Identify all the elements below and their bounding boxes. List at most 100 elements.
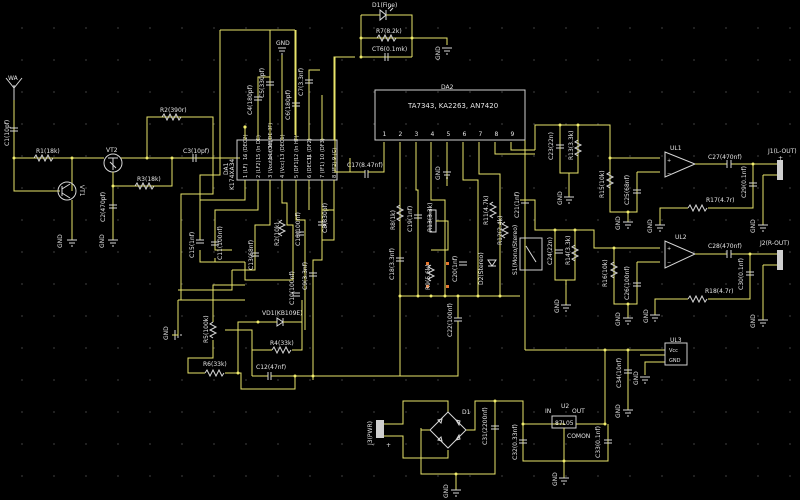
capacitor-C12[interactable]: C12(47nf) <box>256 364 286 380</box>
VT1-label: VT1 <box>78 185 85 197</box>
opamp-UL2[interactable]: UL2 +− <box>664 234 697 269</box>
C31-label: C31(2200nf) <box>482 407 489 445</box>
capacitor-C8[interactable]: C8(330pf) <box>318 203 329 233</box>
capacitor-C27[interactable]: C27(470nf) <box>708 154 742 168</box>
capacitor-C30[interactable]: C30(0.1nf) <box>738 258 754 290</box>
led-D2[interactable]: D2(Stereo) <box>478 252 497 285</box>
resistor-R12[interactable]: R12(2.4k) <box>497 215 510 245</box>
gnd-symbol-UL3: GND <box>633 371 650 385</box>
DA1-pin-label: 2 (LF2) <box>256 160 262 178</box>
svg-text:−: − <box>667 171 671 177</box>
resistor-R18[interactable]: R18(4.7r) <box>687 288 734 304</box>
capacitor-C20[interactable]: C20(1nf) <box>452 256 467 282</box>
capacitor-C22[interactable]: C22(100nf) <box>447 303 462 337</box>
gnd-symbol-C23: GND <box>557 191 574 205</box>
gnd-symbol-J2: GND <box>750 314 768 328</box>
capacitor-C18[interactable]: C18(3.3nf) <box>389 248 404 280</box>
ic-DA2[interactable]: DA2 TA7343, KA2263, AN7420 <box>374 84 526 141</box>
S1-label: S1(Mono/Stereo) <box>512 225 519 275</box>
resistor-R1[interactable]: R1(18k) <box>33 148 60 163</box>
capacitor-C4[interactable]: C4(180pf) <box>247 85 262 115</box>
DA1-pin-label: 15 (ln DE) <box>256 135 262 160</box>
DA2-pin-label: 9 <box>511 131 515 138</box>
capacitor-C26[interactable]: C26(100nf) <box>624 266 641 300</box>
capacitor-C19[interactable]: C19(1nf) <box>407 206 422 232</box>
capacitor-C3[interactable]: C3(10pf) <box>183 148 209 162</box>
capacitor-C23[interactable]: C23(22n) <box>548 132 564 160</box>
capacitor-C34[interactable]: C34(10nf) <box>616 358 632 388</box>
resistor-R3[interactable]: R3(18k) <box>134 176 161 191</box>
capacitor-C6[interactable]: C6(180pf) <box>285 90 300 120</box>
C13-label: C13(68nf) <box>248 240 255 270</box>
resistor-R8[interactable]: R8(1k) <box>390 204 405 230</box>
capacitor-C17[interactable]: C17(8.47nf) <box>347 162 383 178</box>
capacitor-C21[interactable]: C21(1nf) <box>514 192 529 218</box>
capacitor-C25[interactable]: C25(68nf) <box>624 175 641 205</box>
bridge-rectifier-D1[interactable]: D1 <box>429 409 471 449</box>
C6-label: C6(180pf) <box>285 90 292 120</box>
transistor-VT1[interactable]: VT1 <box>57 181 85 201</box>
gnd-label: GND <box>554 299 561 313</box>
gnd-label: GND <box>163 326 170 340</box>
resistor-R15[interactable]: R15(10k) <box>599 170 615 198</box>
resistor-R9-selected[interactable]: R9(5.6k) <box>425 262 449 290</box>
resistor-R13[interactable]: R13(3.3k) <box>568 130 583 160</box>
capacitor-C16[interactable]: C16(100nf) <box>295 212 304 246</box>
DA1-part: K174XA34 <box>229 159 236 190</box>
resistor-R6[interactable]: R6(33k) <box>203 361 227 378</box>
resistor-R11[interactable]: R11(4.7k) <box>483 195 498 225</box>
ic-UL3[interactable]: UL3 Vcc GND <box>664 337 688 366</box>
regulator-U2[interactable]: 87L05 U2 IN OUT COMON <box>545 403 590 440</box>
resistor-R17[interactable]: R17(4.7r) <box>687 197 735 213</box>
capacitor-C7[interactable]: C7(3.3nf) <box>298 68 313 96</box>
resistor-R2[interactable]: R2(390r) <box>160 107 187 122</box>
C32-label: C32(0.33nf) <box>512 424 519 460</box>
capacitor-CT6[interactable]: CT6(0.1mk) <box>372 46 407 61</box>
C26-label: C26(100nf) <box>624 266 631 300</box>
gnd-symbol-UL2: GND <box>615 312 633 326</box>
capacitor-C2[interactable]: C2(470pf) <box>100 192 117 222</box>
C28-label: C28(470nf) <box>708 243 742 250</box>
resistor-R16[interactable]: R16(10k) <box>602 259 619 287</box>
resistor-R2pot[interactable]: R2(10k) <box>274 219 287 246</box>
diode-VD1[interactable]: VD1(KB109E) <box>262 310 303 327</box>
gnd-symbol-R17: GND <box>647 219 665 233</box>
gnd-label: GND <box>443 484 450 498</box>
capacitor-C9[interactable]: C9(3.3nf) <box>302 262 317 290</box>
switch-S1[interactable]: S1(Mono/Stereo) <box>512 225 543 275</box>
capacitor-C28[interactable]: C28(470nf) <box>708 243 742 258</box>
resistor-R5[interactable]: R5(100k) <box>203 315 218 343</box>
capacitor-C32[interactable]: C32(0.33nf) <box>512 424 527 460</box>
capacitor-C13[interactable]: C13(68nf) <box>248 240 259 270</box>
capacitor-C10[interactable]: C10(100nf) <box>289 271 300 305</box>
diode-D1-fine[interactable]: D1(Fine) <box>372 2 397 22</box>
C8-label: C8(330pf) <box>322 203 329 233</box>
capacitor-C33[interactable]: C33(0.1nf) <box>595 426 612 458</box>
jack-J1[interactable]: J1(L-OUT) + <box>767 148 797 180</box>
opamp-UL1[interactable]: UL1 +− <box>664 145 697 178</box>
resistor-R14[interactable]: R14(3.3k) <box>565 235 580 265</box>
capacitor-C31[interactable]: C31(2200nf) <box>482 407 499 445</box>
R9-label: R9(5.6k) <box>425 264 432 290</box>
R12-label: R12(2.4k) <box>497 215 504 245</box>
ic-DA1[interactable]: DA1 K174XA34 <box>223 139 338 190</box>
antenna[interactable]: WA <box>5 75 23 100</box>
capacitor-C15[interactable]: C15(1nf) <box>189 232 204 258</box>
gnd-label: GND <box>276 40 290 47</box>
DA1-pin-label: 13 (DEC1) <box>280 134 286 160</box>
C29-label: C29(0.1nf) <box>741 166 748 198</box>
capacitor-C5[interactable]: C5(330pf) <box>259 68 274 98</box>
capacitor-C11[interactable]: C11(100nf) <box>211 226 224 260</box>
jack-J2[interactable]: J2(R-OUT) <box>759 240 789 270</box>
transistor-VT2[interactable]: VT2 <box>103 147 123 173</box>
capacitor-C24[interactable]: C24(22n) <box>547 237 563 265</box>
connector-J3[interactable]: J3(PWR) + <box>367 420 391 449</box>
resistor-R9-trimmer[interactable]: R13(3.3k) <box>427 202 449 251</box>
resistor-R7[interactable]: R7(8.2k) <box>376 28 402 43</box>
capacitor-C29[interactable]: C29(0.1nf) <box>741 166 757 198</box>
R11-label: R11(4.7k) <box>483 195 490 225</box>
resistor-R4[interactable]: R4(33k) <box>270 340 294 355</box>
capacitor-C1[interactable]: C1(10pf) <box>4 120 18 146</box>
